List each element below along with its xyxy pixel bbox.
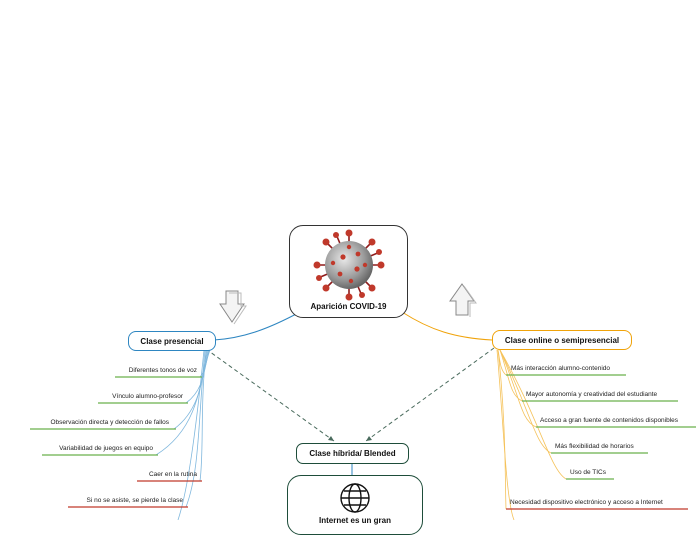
node-clase-presencial[interactable]: Clase presencial: [128, 331, 216, 351]
online-leaf[interactable]: Necesidad dispositivo electrónico y acce…: [510, 499, 663, 506]
online-title: Clase online o semipresencial: [504, 335, 620, 345]
presencial-leaf[interactable]: Vínculo alumno-profesor: [112, 393, 183, 400]
online-leaf[interactable]: Mayor autonomía y creatividad del estudi…: [526, 391, 658, 398]
presencial-leaf[interactable]: Si no se asiste, se pierde la clase: [86, 497, 183, 504]
connectors: [30, 283, 696, 520]
connector-central-online: [401, 311, 493, 341]
mind-map: Aparición COVID-19 Clase presencial Clas…: [30, 225, 696, 535]
online-leaf-underlines: [506, 374, 696, 510]
presencial-leaf-connectors: [155, 349, 211, 520]
coronavirus-illustration: [313, 229, 385, 301]
connector-online-hibrida: [365, 347, 495, 442]
central-label: Aparición COVID-19: [310, 302, 387, 311]
online-leaf[interactable]: Acceso a gran fuente de contenidos dispo…: [540, 417, 679, 424]
presencial-leaf[interactable]: Caer en la rutina: [148, 471, 197, 478]
globe-icon: [340, 483, 370, 513]
presencial-leaf[interactable]: Diferentes tonos de voz: [128, 367, 197, 374]
arrow-down-outline-icon: [219, 290, 247, 325]
online-leaf[interactable]: Más interacción alumno-contenido: [511, 365, 610, 372]
presencial-leaf[interactable]: Observación directa y detección de fallo…: [50, 419, 169, 426]
online-leaf-connectors: [496, 349, 567, 520]
online-leaf[interactable]: Uso de TICs: [570, 469, 607, 476]
presencial-leaf[interactable]: Variabilidad de juegos en equipo: [59, 445, 153, 452]
node-clase-hibrida[interactable]: Clase híbrida/ Blended: [296, 443, 409, 464]
node-clase-online[interactable]: Clase online o semipresencial: [492, 330, 632, 350]
node-internet[interactable]: Internet es un gran: [287, 475, 423, 535]
hibrida-title: Clase híbrida/ Blended: [309, 449, 396, 458]
connector-central-presencial: [213, 311, 301, 341]
online-leaf[interactable]: Más flexibilidad de horarios: [555, 443, 634, 450]
presencial-title: Clase presencial: [140, 336, 204, 346]
presencial-leaf-underlines: [30, 376, 202, 508]
arrow-up-outline-icon: [449, 283, 477, 317]
connector-presencial-hibrida: [205, 348, 335, 442]
central-node[interactable]: Aparición COVID-19: [289, 225, 408, 318]
internet-label: Internet es un gran: [318, 516, 391, 525]
